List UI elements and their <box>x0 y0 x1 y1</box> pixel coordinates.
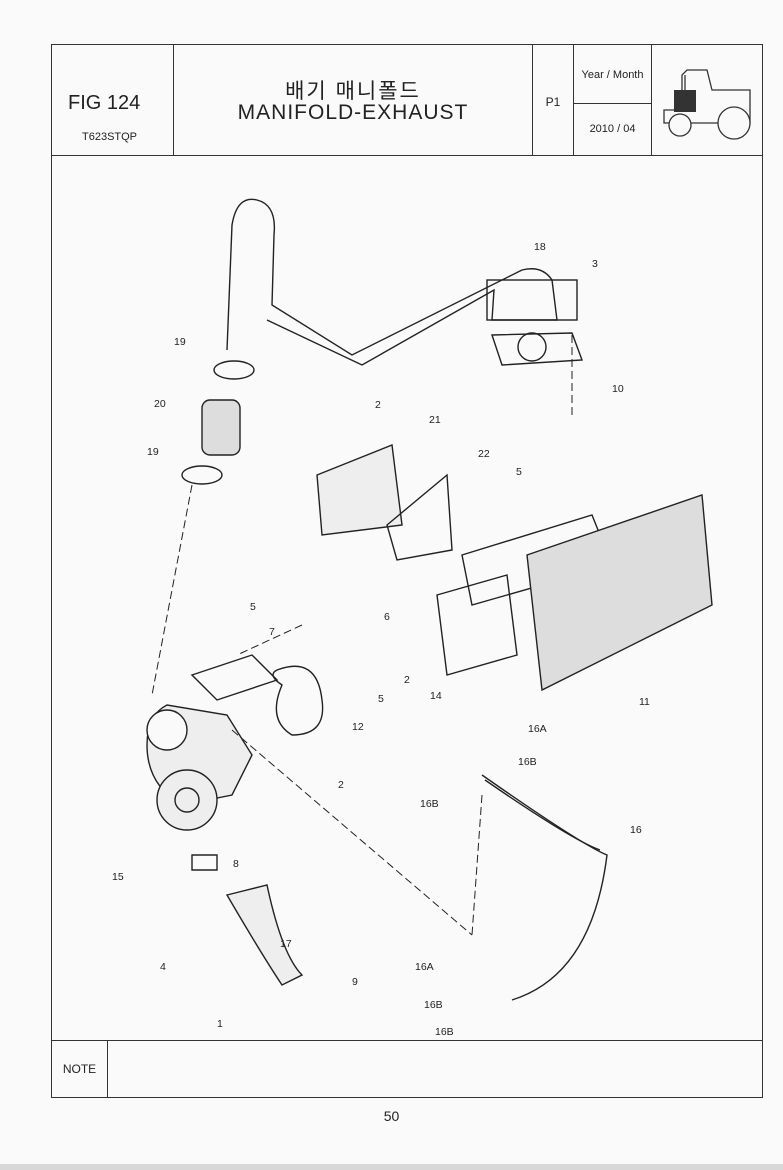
callout-7: 7 <box>269 626 275 638</box>
model-code: T623STQP <box>82 131 138 143</box>
page-code: P1 <box>545 95 561 109</box>
note-label: NOTE <box>52 1041 108 1097</box>
callout-16B-top: 16B <box>518 756 537 768</box>
callout-16: 16 <box>630 824 642 836</box>
callout-10: 10 <box>612 383 624 395</box>
callout-3: 3 <box>592 258 598 270</box>
callout-22: 22 <box>478 448 490 460</box>
callout-20: 20 <box>154 398 166 410</box>
callout-12: 12 <box>352 721 364 733</box>
callout-labels: 18 3 10 19 20 2 21 19 22 5 5 6 7 2 5 14 … <box>112 241 650 1038</box>
callout-19-top: 19 <box>174 336 186 348</box>
callout-2-c: 2 <box>338 779 344 791</box>
year-month-label: Year / Month <box>581 69 644 81</box>
title-english: MANIFOLD-EXHAUST <box>237 101 469 124</box>
header-table: FIG 124 T623STQP 배기 매니폴드 MANIFOLD-EXHAUS… <box>52 45 762 156</box>
page-number: 50 <box>383 1108 400 1124</box>
callout-16B-mid: 16B <box>420 798 439 810</box>
callout-16B-bottom: 16B <box>435 1026 454 1038</box>
callout-4: 4 <box>160 961 166 973</box>
callout-8: 8 <box>233 858 239 870</box>
callout-16B-lower: 16B <box>424 999 443 1011</box>
scan-edge <box>0 1164 783 1170</box>
tractor-thumbnail-icon <box>663 69 751 140</box>
callout-9: 9 <box>352 976 358 988</box>
callout-19-bottom: 19 <box>147 446 159 458</box>
callout-18: 18 <box>534 241 546 253</box>
year-month-value: 2010 / 04 <box>589 123 636 135</box>
callout-5-a: 5 <box>516 466 522 478</box>
callout-5-b: 5 <box>250 601 256 613</box>
fig-cell: FIG 124 T623STQP <box>52 45 174 155</box>
callout-2-a: 2 <box>375 399 381 411</box>
callout-11: 11 <box>639 696 650 708</box>
fig-number: FIG 124 <box>68 92 141 114</box>
callout-14: 14 <box>430 690 442 702</box>
callout-21: 21 <box>429 414 441 426</box>
thumbnail-cell <box>652 45 762 155</box>
note-row: NOTE <box>52 1040 762 1097</box>
year-month-cell: Year / Month 2010 / 04 <box>574 45 652 155</box>
callout-5-c: 5 <box>378 693 384 705</box>
callout-2-b: 2 <box>404 674 410 686</box>
callout-1: 1 <box>217 1018 223 1030</box>
callout-15: 15 <box>112 871 124 883</box>
callout-16A-bottom: 16A <box>415 961 434 973</box>
exploded-parts-diagram: 18 3 10 19 20 2 21 19 22 5 5 6 7 2 5 14 … <box>52 155 762 1043</box>
callout-17: 17 <box>280 938 292 950</box>
callout-6: 6 <box>384 611 390 623</box>
page-code-cell: P1 <box>533 45 574 155</box>
title-korean: 배기 매니폴드 <box>285 80 421 103</box>
parts-sheet-frame: FIG 124 T623STQP 배기 매니폴드 MANIFOLD-EXHAUS… <box>51 44 763 1098</box>
title-cell: 배기 매니폴드 MANIFOLD-EXHAUST <box>174 45 533 155</box>
callout-16A-top: 16A <box>528 723 547 735</box>
